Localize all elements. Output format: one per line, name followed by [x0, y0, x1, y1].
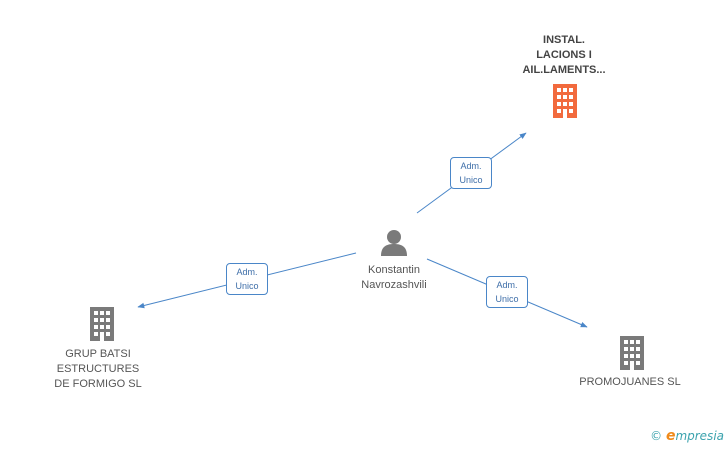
- edge-label-right[interactable]: Adm. Unico: [486, 276, 528, 308]
- copyright-symbol: ©: [650, 429, 663, 443]
- brand-initial: e: [665, 428, 676, 444]
- person-icon[interactable]: [379, 228, 409, 256]
- edge-label-left[interactable]: Adm. Unico: [226, 263, 268, 295]
- building-icon[interactable]: [86, 307, 118, 341]
- edge-label-top[interactable]: Adm. Unico: [450, 157, 492, 189]
- company-left-name[interactable]: GRUP BATSI ESTRUCTURES DE FORMIGO SL: [54, 348, 142, 390]
- empresia-watermark: © empresia: [650, 428, 724, 444]
- brand-rest: mpresia: [675, 429, 724, 443]
- person-name[interactable]: Konstantin Navrozashvili: [361, 264, 427, 291]
- company-right-name[interactable]: PROMOJUANES SL: [579, 376, 681, 388]
- building-icon[interactable]: [616, 336, 648, 370]
- building-icon[interactable]: [549, 84, 581, 118]
- company-top-name[interactable]: INSTAL. LACIONS I AIL.LAMENTS...: [522, 34, 606, 76]
